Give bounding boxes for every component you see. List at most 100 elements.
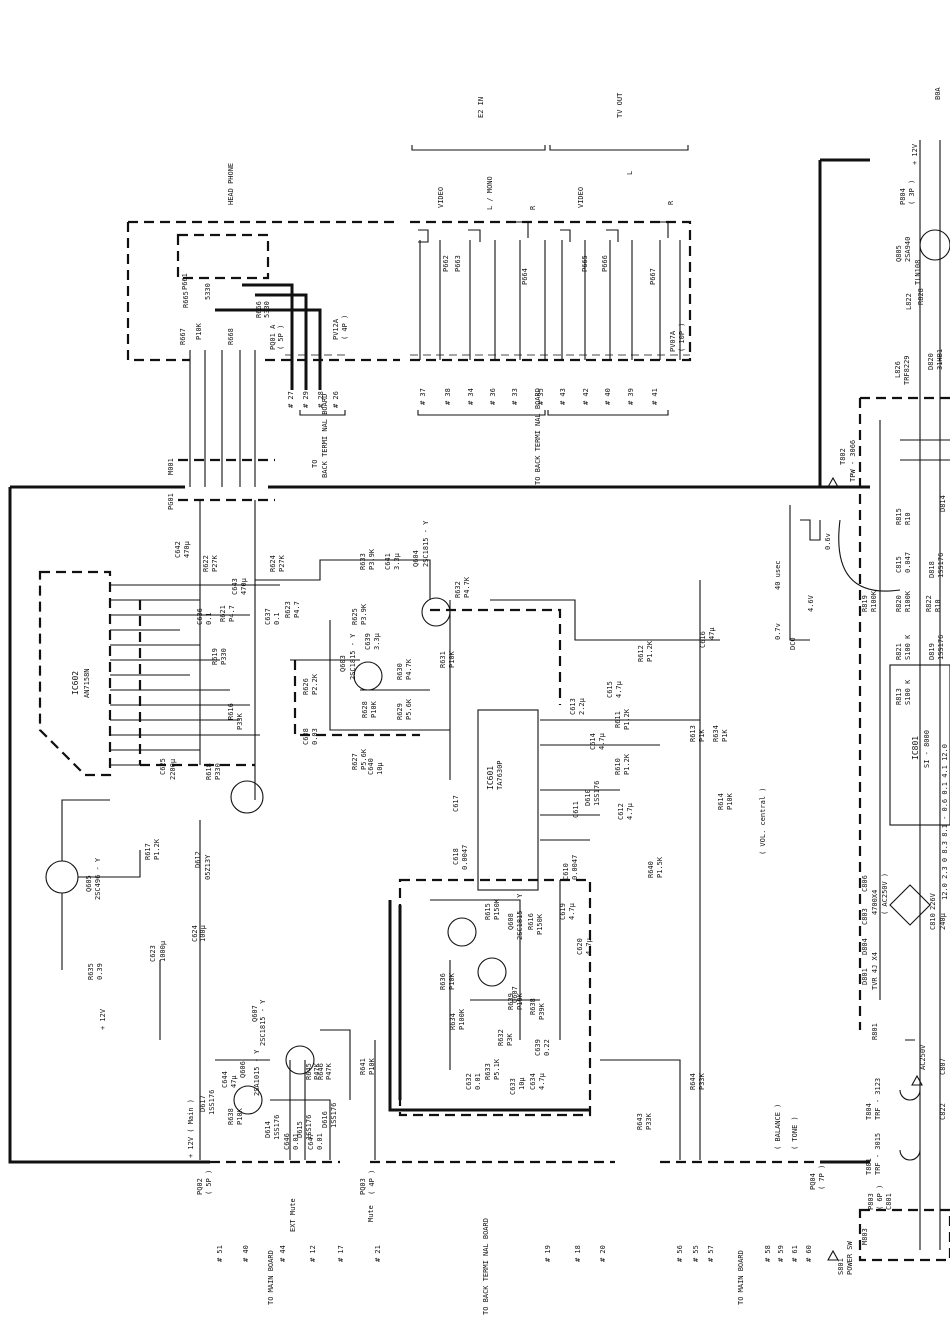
r640-label: R640 (647, 861, 655, 878)
c642-label: C642 (174, 541, 182, 558)
pq01a-pins: ( 5P ) (277, 324, 285, 350)
pq04-label: PQ04 (809, 1173, 817, 1190)
c647-value: 0.01 (316, 1133, 324, 1150)
pin-b-21: # 21 (374, 1245, 382, 1262)
t802-label: T802 (839, 448, 847, 465)
dco-label: DCO (789, 637, 797, 650)
r822-value: R10 (934, 599, 942, 612)
r628-value: P10K (370, 701, 378, 718)
r631-label: R631 (439, 651, 447, 668)
ic602-type: AN7158N (83, 668, 91, 698)
r635-value: 0.39 (96, 963, 104, 980)
q605-label: Q605 (85, 875, 93, 892)
r646-value: P47K (325, 1063, 333, 1080)
c625-value: 2200μ (169, 758, 177, 780)
c612-value: 4.7μ (626, 803, 634, 820)
r641-value: P10K (368, 1058, 376, 1075)
c636-value: 0.1 (205, 612, 213, 625)
r610-label: R610 (614, 758, 622, 775)
r624-value: P27K (278, 555, 286, 572)
l822-type: TLN108 (914, 259, 922, 285)
r614-value: P10K (726, 793, 734, 810)
c616-value: 47μ (708, 627, 716, 640)
q603-type: 2SC1815 - Y (349, 633, 357, 680)
r631-value: P10K (448, 651, 456, 668)
c639b-label: C639 (534, 1039, 542, 1056)
e2-pin-33: # 33 (511, 388, 519, 405)
s801-label: S801 (837, 1258, 845, 1275)
r643-value: P33K (645, 1113, 653, 1130)
tv-pin-42: # 42 (582, 388, 590, 405)
c637-value: 0.1 (273, 612, 281, 625)
c619-value: 4.7μ (568, 903, 576, 920)
l822-label: L822 (905, 293, 913, 310)
c647-label: C647 (307, 1133, 315, 1150)
q604-type: 2SC1815 - Y (422, 520, 430, 567)
pq03-label: PQ03 (359, 1178, 367, 1195)
d819-label: D819 (928, 643, 936, 660)
r819-label: R819 (861, 595, 869, 612)
c615-label: C615 (606, 681, 614, 698)
q607-label: Q607 (251, 1005, 259, 1022)
tvout-video-label: VIDEO (577, 186, 585, 208)
r610-value: P1.2K (623, 753, 631, 775)
pv12a-pins: ( 4P ) (341, 314, 349, 340)
pin-c-58: # 58 (764, 1245, 772, 1262)
d820-type: 31HB1 (936, 348, 944, 370)
ic602-label: IC602 (71, 670, 80, 695)
ic801-pin-volts: 12.0 2.3 0 8.3 8.1 - 0.6 0.1 4.1 12.0 (941, 744, 949, 900)
c646-value: 0.01 (292, 1133, 300, 1150)
d614-label: D614 (264, 1121, 272, 1138)
c801-label: C801 (885, 1193, 893, 1210)
c611-label: C611 (572, 801, 580, 818)
e2-r-label: R (529, 205, 537, 210)
ac250v-label: AC250V (919, 1044, 927, 1070)
p665-label: P665 (581, 255, 589, 272)
mute-label: Mute (367, 1205, 375, 1222)
pin-c-56: # 56 (676, 1245, 684, 1262)
d617-type: 1SS176 (208, 1089, 216, 1115)
pin-b-19: # 19 (544, 1245, 552, 1262)
r627-label: R627 (351, 753, 359, 770)
tv-out-title: TV OUT (616, 92, 624, 118)
p661-label: P661 (181, 273, 189, 290)
t804-type: TRF - 3123 (874, 1077, 882, 1120)
c618-label: C618 (452, 848, 460, 865)
power-12v-label: + 12V (911, 143, 919, 165)
c614-label: C614 (589, 733, 597, 750)
pin-b-20: # 20 (599, 1245, 607, 1262)
e2-pin-36: # 36 (489, 388, 497, 405)
r615-label: R615 (484, 903, 492, 920)
r632b-label: R632 (497, 1029, 505, 1046)
to-main-board2-label: TO MAIN BOARD (737, 1250, 745, 1305)
c623-label: C623 (149, 945, 157, 962)
r632-value: P4.7K (463, 576, 471, 598)
t802-type: TPW - 3066 (849, 439, 857, 482)
p804-pins: ( 3P ) (908, 179, 916, 205)
e2-lmono-label: L / MONO (486, 176, 494, 210)
r634b-value: P100K (458, 1008, 466, 1030)
c613-label: C613 (569, 698, 577, 715)
r634b-label: R634 (449, 1013, 457, 1030)
r638b-label: R638 (227, 1108, 235, 1125)
c810-value: 240μ (939, 913, 947, 930)
d616-label: D616 (321, 1111, 329, 1128)
c644-label: C644 (221, 1071, 229, 1088)
r640-value: P1.5K (656, 856, 664, 878)
c803-label: C803 (861, 908, 869, 925)
r644-value: P33K (698, 1073, 706, 1090)
pin-a-12: # 12 (309, 1245, 317, 1262)
d801-label: D801 (861, 968, 869, 985)
d814-label: D814 (939, 495, 947, 512)
r622-value: P27K (211, 555, 219, 572)
r616-value: P33K (236, 713, 244, 730)
e2-video-label: VIDEO (437, 186, 445, 208)
c638-value: 0.03 (311, 728, 319, 745)
r820-label: R820 (895, 595, 903, 612)
c639b-value: 0.22 (543, 1039, 551, 1056)
d818-label: D818 (928, 561, 936, 578)
c624-label: C624 (191, 925, 199, 942)
c614-value: 4.7μ (598, 733, 606, 750)
r619-label: R619 (211, 648, 219, 665)
c641-label: C641 (384, 553, 392, 570)
